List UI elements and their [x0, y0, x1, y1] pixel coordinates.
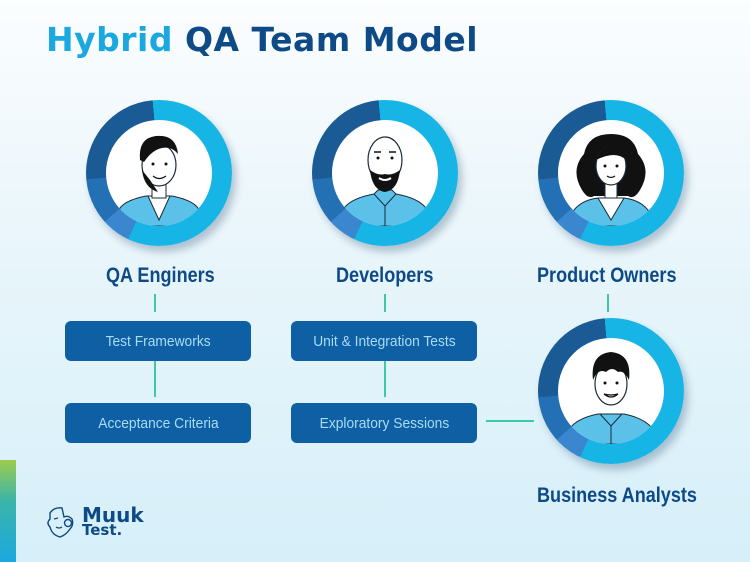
title-highlight: Hybrid	[46, 20, 173, 59]
role-label-business-analysts: Business Analysts	[537, 484, 697, 507]
logo-line1: Muuk	[82, 503, 144, 528]
role-label-developers: Developers	[336, 264, 434, 287]
role-label-qa-engineers: QA Enginers	[106, 264, 215, 287]
role-label-product-owners: Product Owners	[537, 264, 677, 287]
connector-dev-ba	[486, 420, 534, 422]
connector-dev-top	[384, 294, 386, 312]
side-accent-bar	[0, 460, 16, 562]
box-acceptance-criteria: Acceptance Criteria	[65, 403, 251, 443]
logo-face-icon	[47, 507, 74, 538]
product-owner-avatar	[538, 100, 684, 246]
developer-avatar	[312, 100, 458, 246]
muuktest-logo: Muuk Test.	[44, 505, 144, 539]
box-exploratory-sessions: Exploratory Sessions	[291, 403, 477, 443]
page-title: Hybrid QA Team Model	[46, 20, 478, 59]
logo-line2: Test.	[82, 521, 123, 540]
title-rest: QA Team Model	[184, 20, 479, 59]
box-unit-integration-tests: Unit & Integration Tests	[291, 321, 477, 361]
business-analyst-avatar	[538, 318, 684, 464]
connector-po-ba	[607, 294, 609, 312]
connector-dev-mid	[384, 361, 386, 397]
connector-qa-top	[154, 294, 156, 312]
connector-qa-mid	[154, 361, 156, 397]
qa-engineer-avatar	[86, 100, 232, 246]
box-test-frameworks: Test Frameworks	[65, 321, 251, 361]
